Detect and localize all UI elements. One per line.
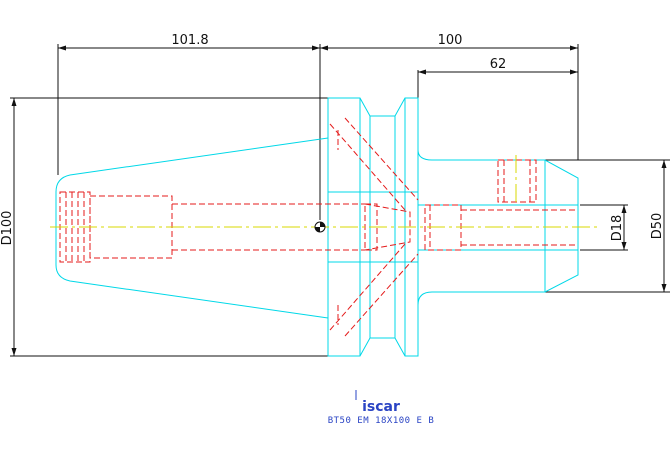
brand-logo: iscar <box>355 390 400 415</box>
dim-length-right: 100 <box>438 33 463 48</box>
dim-length-shank: 62 <box>490 57 507 72</box>
dim-length-left: 101.8 <box>171 33 208 48</box>
part-outline <box>55 97 579 357</box>
logo-text: iscar <box>362 399 400 415</box>
tool-caption: BT50 EM 18X100 E B <box>328 416 435 426</box>
dimension-lines <box>10 44 670 357</box>
dim-diameter-body: D50 <box>650 213 665 240</box>
origin-marker <box>314 221 326 233</box>
dim-diameter-bore: D18 <box>610 215 625 242</box>
dimension-arrows <box>11 45 667 356</box>
dim-diameter-flange: D100 <box>0 211 15 246</box>
